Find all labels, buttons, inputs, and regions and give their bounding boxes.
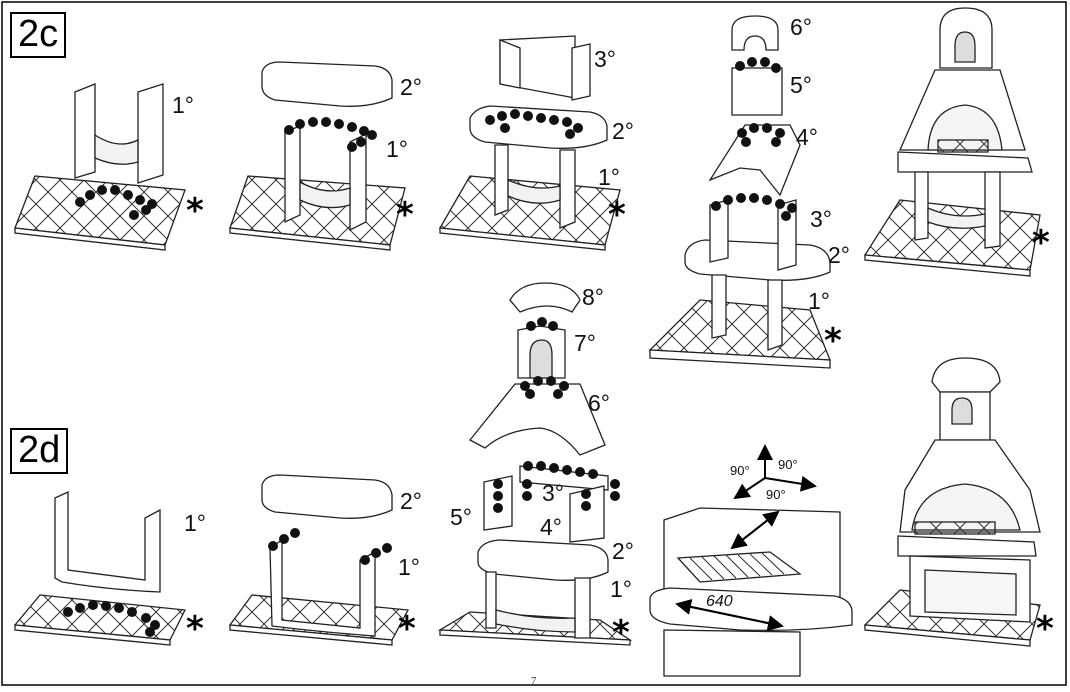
base-marker: * [1036, 609, 1054, 649]
step-label-5: 5° [450, 504, 472, 530]
step-label-1: 1° [398, 554, 420, 580]
step-label-2: 2° [612, 118, 634, 144]
step-label-6: 6° [588, 390, 610, 416]
page-number: 7 [531, 675, 537, 687]
angle-label: 90° [730, 463, 750, 478]
grill-width-dimension: 640 [706, 593, 733, 610]
base-marker: * [396, 195, 414, 235]
base-marker: * [612, 613, 630, 653]
step-label-5: 5° [790, 72, 812, 98]
step-label-4: 4° [540, 514, 562, 540]
step-2d-3 [437, 282, 633, 646]
angle-label: 90° [778, 457, 798, 472]
step-label-7: 7° [574, 330, 596, 356]
step-2d-1 [13, 490, 187, 646]
step-label-2: 2° [828, 242, 850, 268]
step-label-3: 3° [594, 46, 616, 72]
step-label-3: 3° [542, 480, 564, 506]
step-label-1: 1° [184, 510, 206, 536]
step-label-6: 6° [790, 14, 812, 40]
step-2c-1 [14, 83, 186, 251]
angle-label: 90° [766, 487, 786, 502]
step-label-4: 4° [796, 124, 818, 150]
step-2c-3 [438, 35, 621, 251]
step-2d-5 [863, 357, 1041, 647]
step-label-1: 1° [172, 92, 194, 118]
step-label-8: 8° [582, 284, 604, 310]
step-label-1: 1° [610, 576, 632, 602]
step-label-3: 3° [810, 206, 832, 232]
base-marker: * [398, 609, 416, 649]
step-label-2: 2° [400, 488, 422, 514]
base-marker: * [1032, 223, 1050, 263]
step-label-1: 1° [386, 136, 408, 162]
section-label-2c: 2c [10, 12, 67, 58]
base-marker: * [608, 195, 626, 235]
step-2d-4 [649, 444, 853, 677]
step-2c-4 [648, 15, 831, 369]
base-marker: * [186, 191, 204, 231]
section-label-2d: 2d [10, 428, 69, 474]
step-2c-2 [229, 61, 406, 251]
step-label-1: 1° [808, 288, 830, 314]
base-marker: * [824, 321, 842, 361]
base-marker: * [186, 609, 204, 649]
step-2d-2 [228, 474, 410, 646]
step-label-2: 2° [612, 538, 634, 564]
step-label-2: 2° [400, 74, 422, 100]
step-2c-5 [863, 7, 1041, 277]
step-label-1: 1° [598, 164, 620, 190]
